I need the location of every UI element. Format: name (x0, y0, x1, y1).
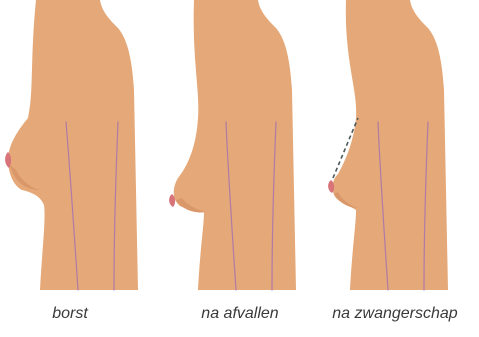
caption-na-zwangerschap: na zwangerschap (320, 302, 470, 326)
torso-silhouette (332, 0, 448, 290)
torso-silhouette (8, 0, 138, 290)
torso-silhouette (174, 0, 296, 290)
caption-na-afvallen: na afvallen (180, 302, 300, 326)
torso-panel-na-afvallen (169, 0, 296, 290)
torso-panel-na-zwangerschap (328, 0, 448, 290)
torso-panel-borst (5, 0, 138, 290)
caption-borst: borst (20, 302, 120, 326)
